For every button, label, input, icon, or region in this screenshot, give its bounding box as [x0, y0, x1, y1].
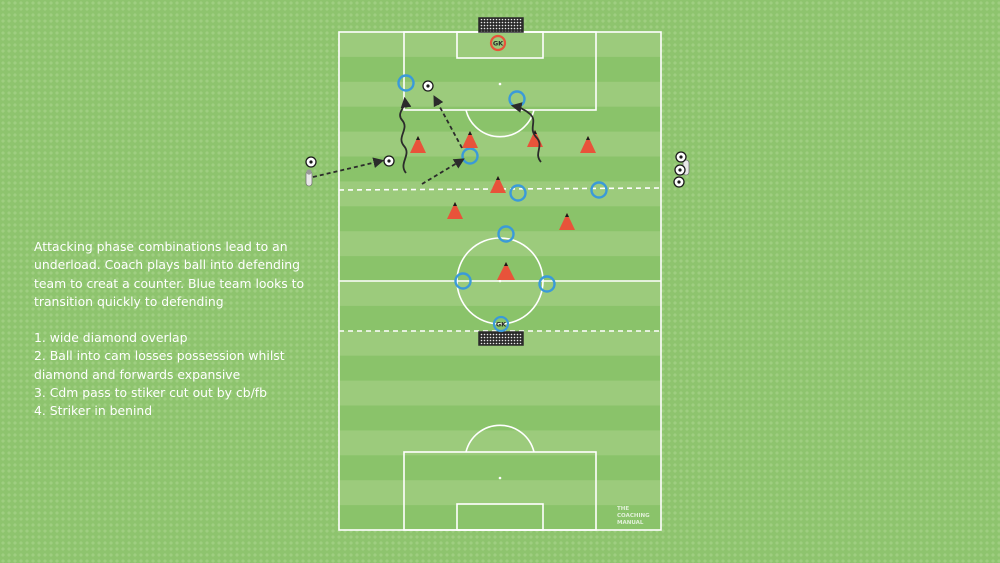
gk-label: GK — [493, 40, 504, 48]
drill-description: Attacking phase combinations lead to an … — [34, 238, 334, 421]
grass-stripe — [339, 480, 661, 506]
brand-line-3: MANUAL — [617, 520, 644, 526]
blue-player — [461, 147, 479, 165]
grass-stripe — [339, 106, 661, 133]
goal-net-icon — [478, 331, 524, 346]
brand-line-2: COACHING — [617, 513, 650, 519]
step-item: 3. Cdm pass to stiker cut out by cb/fb — [34, 385, 268, 401]
grass-stripe — [339, 81, 661, 108]
dribble-arrow — [510, 102, 542, 163]
blue-player — [590, 181, 608, 199]
balls — [305, 80, 434, 168]
grass-stripe — [339, 131, 661, 157]
step-item: 1. wide diamond overlap — [34, 330, 188, 346]
red-cone — [580, 136, 596, 153]
bottom-penalty-arc — [465, 424, 535, 453]
soccer-ball-icon — [674, 164, 686, 176]
blue-player — [454, 272, 472, 290]
blue-player — [538, 275, 556, 293]
soccer-ball-icon — [675, 151, 687, 163]
coach-ball-supply — [673, 151, 690, 188]
blue-player — [509, 184, 527, 202]
grass-stripe — [339, 380, 661, 406]
pitch-grass-stripes — [339, 32, 661, 531]
soccer-ball-icon — [673, 176, 685, 188]
pass-arrow — [421, 158, 465, 185]
grass-stripe — [339, 281, 661, 307]
coach-figure-icon — [305, 169, 313, 187]
bottom-six-yard-box — [456, 503, 544, 531]
goalkeeper-blue: GK — [492, 315, 510, 333]
red-cone — [462, 131, 478, 148]
top-penalty-arc — [465, 109, 535, 138]
pass-arrow — [312, 157, 385, 178]
step-item: 2. Ball into cam losses possession whils… — [34, 348, 285, 382]
red-team — [410, 130, 596, 280]
red-cone — [559, 213, 575, 230]
grass-stripe — [339, 305, 661, 332]
top-goal — [478, 17, 524, 33]
soccer-ball-icon — [305, 156, 317, 168]
red-cone — [497, 262, 515, 280]
brand-line-1: THE — [617, 506, 629, 512]
grass-stripe — [339, 206, 661, 232]
grass-stripe — [339, 405, 661, 431]
grass-stripe — [339, 505, 661, 531]
middle-goal — [478, 331, 524, 346]
blue-team — [397, 74, 608, 293]
grass-stripe — [339, 455, 661, 481]
step-item: 4. Striker in benind — [34, 403, 153, 419]
center-spot — [498, 279, 502, 283]
grass-stripe — [339, 231, 661, 257]
grass-stripe — [339, 355, 661, 382]
blue-player — [397, 74, 415, 92]
goal-net-icon — [478, 17, 524, 33]
red-cone — [410, 136, 426, 153]
red-cone — [490, 176, 506, 193]
soccer-ball-icon — [383, 155, 395, 167]
red-cone — [447, 202, 463, 219]
description-steps: 1. wide diamond overlap 2. Ball into cam… — [34, 329, 334, 420]
top-penalty-spot — [498, 82, 502, 86]
description-paragraph: Attacking phase combinations lead to an … — [34, 239, 305, 309]
pass-arrow — [433, 95, 463, 149]
grass-stripe — [339, 56, 661, 83]
bottom-penalty-spot — [498, 476, 502, 480]
brand-watermark: THE COACHING MANUAL — [617, 506, 650, 526]
dribble-arrow — [399, 96, 412, 174]
gk-label: GK — [496, 321, 507, 329]
blue-player — [497, 225, 515, 243]
goalkeeper-red: GK — [489, 34, 507, 52]
soccer-ball-icon — [422, 80, 434, 92]
movement-arrows — [312, 95, 542, 185]
